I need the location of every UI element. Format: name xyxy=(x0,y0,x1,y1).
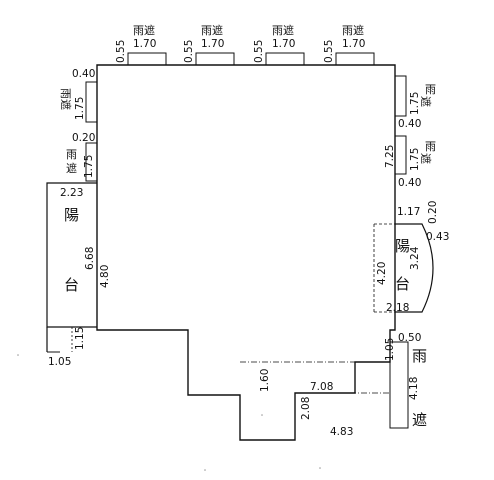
top-rain-shelters xyxy=(127,52,375,66)
left-shelter-label-1: 雨遮 xyxy=(59,88,73,110)
left-balcony xyxy=(46,182,98,353)
left-dim-175b: 1.75 xyxy=(83,155,95,178)
left-dim-105: 1.05 xyxy=(48,356,71,368)
left-dim-175a: 1.75 xyxy=(74,97,86,120)
right-dim-218: 2.18 xyxy=(386,302,409,314)
rain-shelter-left-1 xyxy=(85,81,98,123)
right-dim-020: 0.20 xyxy=(427,201,439,224)
left-shelter-label-2a: 雨 xyxy=(66,148,77,161)
right-dim-175a: 1.75 xyxy=(409,92,421,115)
left-dim-480: 4.80 xyxy=(99,265,111,288)
right-shelter-label-1a: 雨 xyxy=(425,83,436,96)
left-dim-115: 1.15 xyxy=(74,327,86,350)
right-dim-117: 1.17 xyxy=(397,206,420,218)
top-gap-2: 0.55 xyxy=(183,40,195,63)
right-lower-label-rain: 雨 xyxy=(412,347,427,365)
left-shelter-label-2b: 遮 xyxy=(66,161,77,175)
marks xyxy=(17,354,321,471)
top-label-2: 雨遮 xyxy=(201,23,223,37)
left-dim-020: 0.20 xyxy=(72,132,95,144)
rain-shelter-right-2 xyxy=(394,135,407,175)
left-balcony-label-a: 陽 xyxy=(64,206,79,224)
right-dim-040a: 0.40 xyxy=(398,118,421,130)
rain-shelter-top-2 xyxy=(195,52,235,66)
bottom-dim-483: 4.83 xyxy=(330,426,353,438)
top-gap-4: 0.55 xyxy=(323,40,335,63)
bottom-labels: 1.60 7.08 2.08 4.83 xyxy=(259,369,353,438)
left-balcony-label-b: 台 xyxy=(64,276,79,294)
right-dim-175b: 1.75 xyxy=(409,148,421,171)
top-width-1: 1.70 xyxy=(133,38,156,50)
reference-lines xyxy=(240,361,390,394)
right-shelter-label-1b: 遮 xyxy=(419,96,433,107)
top-label-3: 雨遮 xyxy=(272,23,294,37)
bottom-dim-208: 2.08 xyxy=(300,397,312,420)
left-rain-shelters xyxy=(85,81,98,182)
top-width-4: 1.70 xyxy=(342,38,365,50)
right-lower-label-shelter: 遮 xyxy=(412,411,427,429)
rain-shelter-top-1 xyxy=(127,52,167,66)
top-label-1: 雨遮 xyxy=(133,23,155,37)
right-balcony-label-b: 台 xyxy=(395,275,410,293)
right-balcony-outline xyxy=(395,223,434,313)
right-dim-040b: 0.40 xyxy=(398,177,421,189)
right-dim-418: 4.18 xyxy=(408,377,420,400)
right-labels: 雨 遮 1.75 0.40 7.25 雨 遮 1.75 0.40 1.17 0.… xyxy=(376,83,449,429)
top-gap-1: 0.55 xyxy=(115,40,127,63)
left-dim-668: 6.68 xyxy=(84,247,96,270)
rain-shelter-top-3 xyxy=(265,52,305,66)
rain-shelter-top-4 xyxy=(335,52,375,66)
right-balcony-label-a: 陽 xyxy=(395,237,410,255)
right-dim-324: 3.24 xyxy=(409,246,421,270)
bottom-dim-160: 1.60 xyxy=(259,369,271,392)
rain-shelter-left-2 xyxy=(85,142,98,182)
top-label-4: 雨遮 xyxy=(342,23,364,37)
right-shelter-label-2b: 遮 xyxy=(419,153,433,164)
right-rain-shelters xyxy=(394,75,407,175)
right-dim-420: 4.20 xyxy=(376,262,388,285)
rain-shelter-right-lower xyxy=(389,341,409,429)
top-width-3: 1.70 xyxy=(272,38,295,50)
left-labels: 0.40 雨遮 1.75 0.20 雨 遮 1.75 2.23 陽 台 6.68… xyxy=(48,68,111,368)
building-outline xyxy=(96,64,396,441)
right-shelter-label-2a: 雨 xyxy=(425,140,436,153)
top-gap-3: 0.55 xyxy=(253,40,265,63)
left-dim-223: 2.23 xyxy=(60,187,83,199)
top-width-2: 1.70 xyxy=(201,38,224,50)
rain-shelter-right-1 xyxy=(394,75,407,117)
right-dim-105: 1.05 xyxy=(384,338,396,361)
right-balcony xyxy=(373,223,434,313)
right-dim-050: 0.50 xyxy=(398,332,421,344)
bottom-dim-708: 7.08 xyxy=(310,381,333,393)
right-dim-725: 7.25 xyxy=(384,145,396,168)
top-labels: 雨遮 1.70 雨遮 1.70 雨遮 1.70 雨遮 1.70 0.55 0.5… xyxy=(115,23,365,63)
left-dim-040: 0.40 xyxy=(72,68,95,80)
right-dim-043: 0.43 xyxy=(426,231,449,243)
